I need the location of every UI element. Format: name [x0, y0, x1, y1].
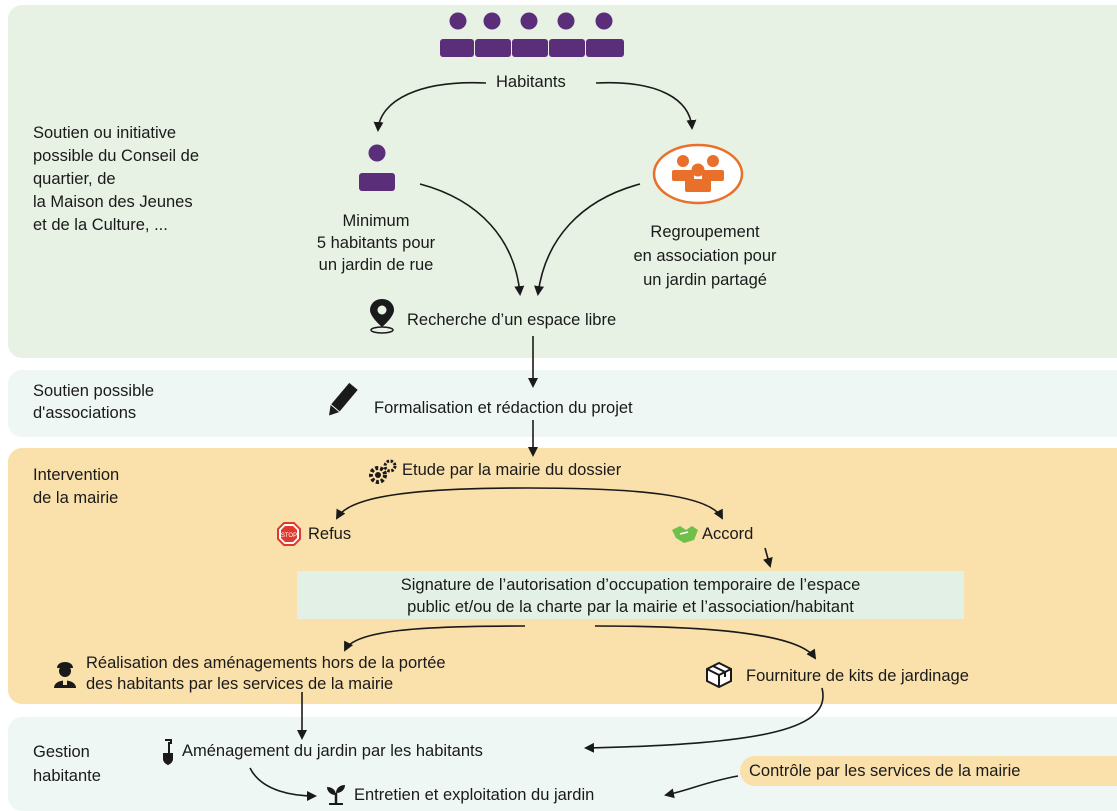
- amenagement-step: Aménagement du jardin par les habitants: [182, 742, 483, 760]
- association-step: Regroupement en association pour un jard…: [595, 220, 815, 292]
- svg-text:STOP: STOP: [281, 533, 297, 539]
- pencil-icon: [329, 382, 358, 416]
- association-group-icon: [652, 143, 744, 205]
- step-line: Minimum: [342, 212, 410, 230]
- note-line: d'associations: [33, 404, 137, 422]
- signature-step: Signature de l’autorisation d’occupation…: [297, 574, 964, 618]
- controle-step: Contrôle par les services de la mairie: [749, 762, 1021, 780]
- step-line: Regroupement: [650, 223, 760, 241]
- note-line: et de la Culture, ...: [33, 216, 168, 234]
- handshake-icon: [672, 526, 698, 543]
- step-line: public et/ou de la charte par la mairie …: [407, 598, 854, 616]
- step-line: un jardin partagé: [643, 271, 767, 289]
- step-line: un jardin de rue: [318, 256, 434, 274]
- gears-icon: [369, 459, 397, 484]
- entretien-step: Entretien et exploitation du jardin: [354, 786, 595, 804]
- refus-step: Refus: [308, 525, 352, 543]
- people-group-icon: [440, 12, 624, 57]
- note-line: Gestion: [33, 743, 90, 761]
- orange-band-note: Intervention de la mairie: [33, 464, 119, 510]
- light-band-note: Soutien possible d'associations: [33, 380, 154, 424]
- stop-sign-icon: STOP: [277, 522, 301, 546]
- person-icon: [359, 144, 395, 191]
- control-box: [740, 756, 1117, 786]
- minimum-step: Minimum 5 habitants pour un jardin de ru…: [276, 210, 476, 276]
- signature-box: [297, 571, 964, 619]
- step-line: en association pour: [633, 247, 777, 265]
- note-line: de la mairie: [33, 489, 119, 507]
- bottom-band-note: Gestion habitante: [33, 740, 101, 788]
- shovel-icon: [163, 739, 173, 765]
- accord-step: Accord: [702, 525, 754, 543]
- people-label: Habitants: [496, 73, 566, 91]
- note-line: possible du Conseil de: [33, 147, 200, 165]
- note-line: quartier, de: [33, 170, 116, 188]
- search-step: Recherche d’un espace libre: [407, 311, 617, 329]
- green-band-note: Soutien ou initiative possible du Consei…: [33, 122, 199, 237]
- note-line: habitante: [33, 767, 101, 785]
- step-line: Réalisation des aménagements hors de la …: [86, 654, 446, 672]
- step-line: Signature de l’autorisation d’occupation…: [400, 576, 861, 594]
- location-pin-icon: [370, 299, 394, 334]
- association-support-band: [8, 370, 1117, 437]
- step-line: des habitants par les services de la mai…: [86, 675, 394, 693]
- formalisation-step: Formalisation et rédaction du projet: [374, 399, 633, 417]
- note-line: Soutien possible: [33, 382, 155, 400]
- kits-step: Fourniture de kits de jardinage: [746, 667, 969, 685]
- note-line: Soutien ou initiative: [33, 124, 177, 142]
- etude-step: Etude par la mairie du dossier: [402, 461, 622, 479]
- package-icon: [706, 661, 732, 688]
- realisation-step: Réalisation des aménagements hors de la …: [86, 653, 446, 695]
- note-line: la Maison des Jeunes: [33, 193, 193, 211]
- community-initiative-band: [8, 5, 1117, 358]
- sprout-icon: [327, 785, 345, 805]
- worker-icon: [54, 662, 76, 688]
- note-line: Intervention: [33, 466, 120, 484]
- step-line: 5 habitants pour: [316, 234, 436, 252]
